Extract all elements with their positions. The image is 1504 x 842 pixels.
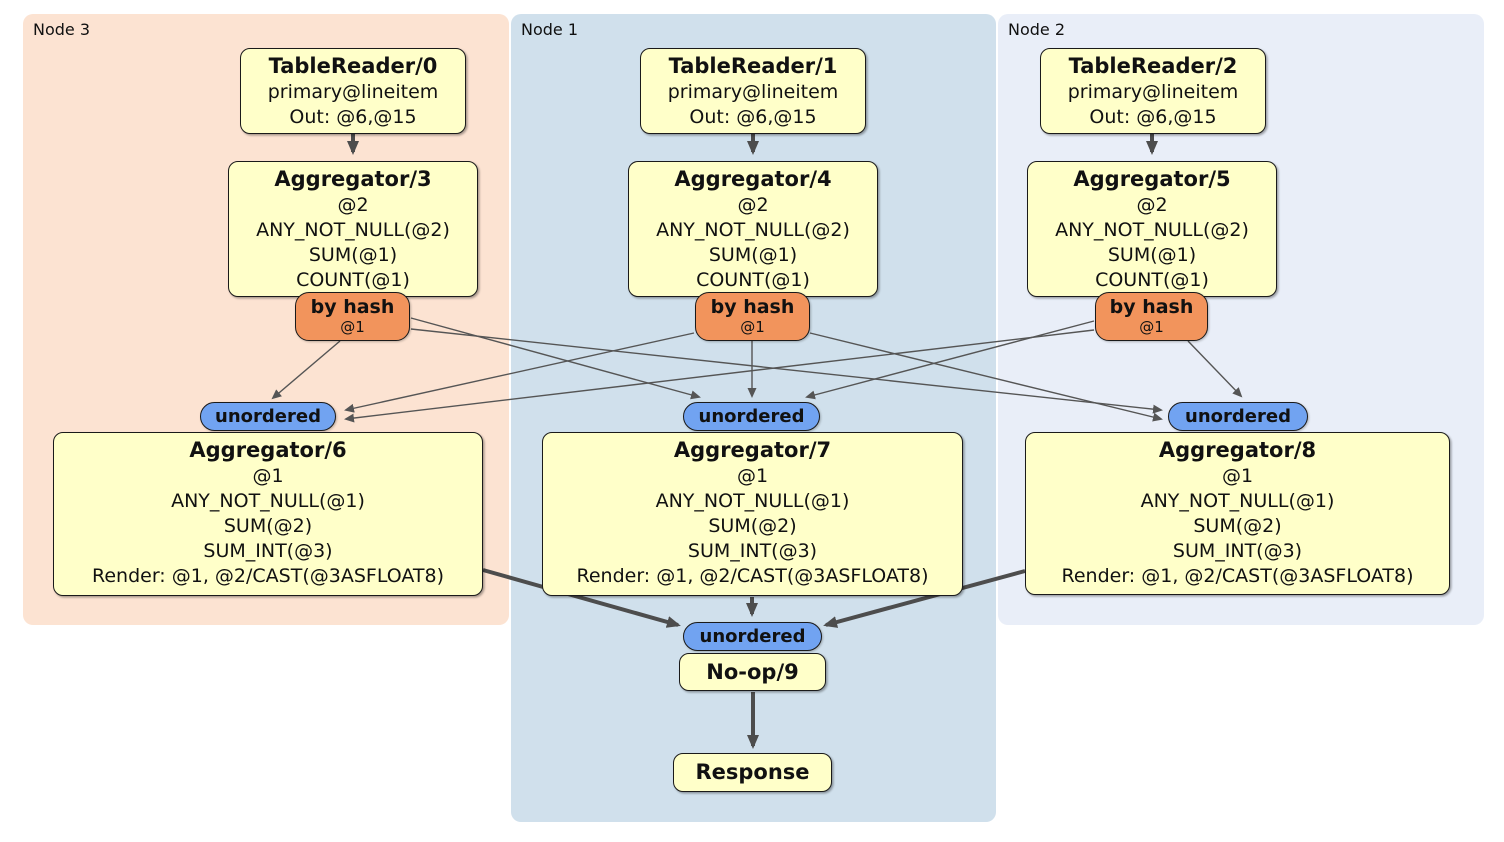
unordered-sync-final: unordered: [683, 622, 822, 651]
aggregator-7-title: Aggregator/7: [673, 438, 832, 462]
tablereader-1-index: primary@lineitem: [667, 81, 839, 103]
aggregator-3-title: Aggregator/3: [274, 167, 432, 191]
aggregator-3-row: ANY_NOT_NULL(@2): [256, 219, 450, 241]
aggregator-7-row: ANY_NOT_NULL(@1): [655, 490, 850, 512]
aggregator-8-row: SUM(@2): [1193, 515, 1282, 537]
aggregator-5-row: ANY_NOT_NULL(@2): [1055, 219, 1249, 241]
node3-label: Node 3: [33, 20, 91, 39]
node1-label: Node 1: [521, 20, 579, 39]
aggregator-4-box: Aggregator/4 @2 ANY_NOT_NULL(@2) SUM(@1)…: [628, 161, 878, 297]
aggregator-5-box: Aggregator/5 @2 ANY_NOT_NULL(@2) SUM(@1)…: [1027, 161, 1277, 297]
aggregator-8-row: SUM_INT(@3): [1172, 540, 1303, 562]
unordered-sync-node3: unordered: [200, 402, 336, 431]
tablereader-1-title: TableReader/1: [668, 54, 838, 78]
aggregator-6-row: ANY_NOT_NULL(@1): [171, 490, 365, 512]
aggregator-4-row: ANY_NOT_NULL(@2): [656, 219, 850, 241]
hash-router-detail: @1: [340, 318, 365, 336]
aggregator-6-box: Aggregator/6 @1 ANY_NOT_NULL(@1) SUM(@2)…: [53, 432, 483, 596]
aggregator-6-row: @1: [252, 465, 284, 487]
tablereader-2-out: Out: @6,@15: [1089, 106, 1217, 128]
aggregator-6-row: SUM_INT(@3): [203, 540, 333, 562]
aggregator-8-title: Aggregator/8: [1158, 438, 1317, 462]
aggregator-7-row: SUM(@2): [708, 515, 797, 537]
hash-router-node1: by hash @1: [695, 292, 810, 341]
tablereader-2-box: TableReader/2 primary@lineitem Out: @6,@…: [1040, 48, 1266, 134]
response-box: Response: [673, 753, 832, 792]
aggregator-4-title: Aggregator/4: [674, 167, 832, 191]
tablereader-1-out: Out: @6,@15: [689, 106, 817, 128]
hash-router-label: by hash: [310, 296, 395, 318]
aggregator-6-row: Render: @1, @2/CAST(@3ASFLOAT8): [92, 565, 444, 587]
aggregator-7-box: Aggregator/7 @1 ANY_NOT_NULL(@1) SUM(@2)…: [542, 432, 963, 596]
aggregator-3-row: SUM(@1): [308, 244, 398, 266]
aggregator-8-row: @1: [1221, 465, 1254, 487]
unordered-sync-node1: unordered: [683, 402, 820, 431]
aggregator-6-title: Aggregator/6: [189, 438, 347, 462]
response-title: Response: [695, 760, 810, 784]
aggregator-6-row: SUM(@2): [223, 515, 313, 537]
hash-router-label: by hash: [1109, 296, 1194, 318]
aggregator-5-row: COUNT(@1): [1095, 269, 1209, 291]
hash-router-label: by hash: [710, 296, 795, 318]
tablereader-2-title: TableReader/2: [1068, 54, 1238, 78]
hash-router-node2: by hash @1: [1095, 292, 1208, 341]
tablereader-0-title: TableReader/0: [268, 54, 438, 78]
noop-9-box: No-op/9: [679, 653, 826, 691]
hash-router-node3: by hash @1: [295, 292, 410, 341]
node2-label: Node 2: [1008, 20, 1066, 39]
aggregator-7-row: Render: @1, @2/CAST(@3ASFLOAT8): [576, 565, 929, 587]
aggregator-3-row: COUNT(@1): [296, 269, 410, 291]
aggregator-7-row: SUM_INT(@3): [687, 540, 818, 562]
aggregator-5-title: Aggregator/5: [1073, 167, 1231, 191]
tablereader-2-index: primary@lineitem: [1067, 81, 1239, 103]
noop-9-title: No-op/9: [706, 659, 799, 684]
aggregator-5-row: @2: [1136, 194, 1168, 216]
tablereader-0-box: TableReader/0 primary@lineitem Out: @6,@…: [240, 48, 466, 134]
hash-router-detail: @1: [740, 318, 765, 336]
aggregator-8-box: Aggregator/8 @1 ANY_NOT_NULL(@1) SUM(@2)…: [1025, 432, 1450, 595]
aggregator-8-row: ANY_NOT_NULL(@1): [1140, 490, 1335, 512]
tablereader-1-box: TableReader/1 primary@lineitem Out: @6,@…: [640, 48, 866, 134]
hash-router-detail: @1: [1139, 318, 1164, 336]
aggregator-4-row: COUNT(@1): [696, 269, 810, 291]
tablereader-0-out: Out: @6,@15: [289, 106, 417, 128]
aggregator-7-row: @1: [736, 465, 769, 487]
aggregator-8-row: Render: @1, @2/CAST(@3ASFLOAT8): [1061, 565, 1414, 587]
aggregator-4-row: @2: [737, 194, 769, 216]
aggregator-3-box: Aggregator/3 @2 ANY_NOT_NULL(@2) SUM(@1)…: [228, 161, 478, 297]
tablereader-0-index: primary@lineitem: [267, 81, 439, 103]
aggregator-3-row: @2: [337, 194, 369, 216]
aggregator-4-row: SUM(@1): [708, 244, 798, 266]
aggregator-5-row: SUM(@1): [1107, 244, 1197, 266]
unordered-sync-node2: unordered: [1168, 402, 1308, 431]
